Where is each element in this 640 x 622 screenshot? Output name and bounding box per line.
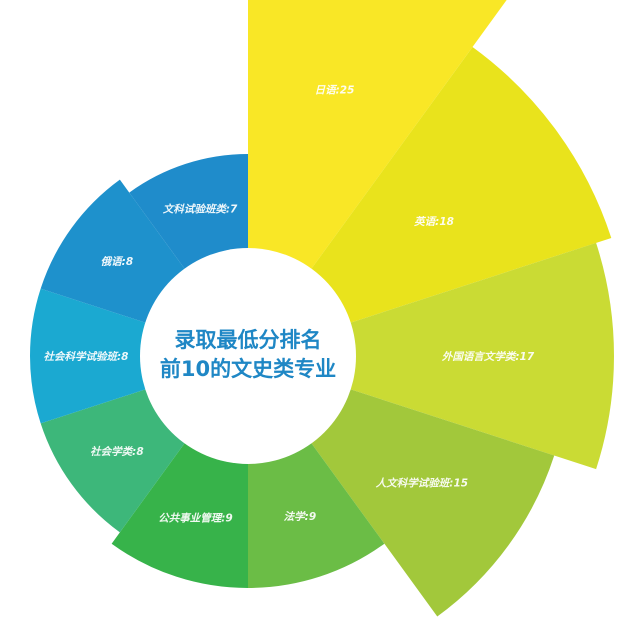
rose-segments: [30, 0, 614, 617]
center-title-line1: 录取最低分排名: [175, 328, 322, 352]
segment-1: [248, 0, 507, 271]
segment-label: 社会科学试验班:8: [43, 350, 128, 363]
segment-label: 外国语言文学类:17: [441, 350, 535, 363]
segment-8: [30, 288, 148, 424]
segment-4: [310, 388, 555, 617]
segment-7: [40, 388, 186, 533]
segment-label: 人文科学试验班:15: [376, 476, 468, 489]
center-title-line2: 前10的文史类专业: [160, 357, 336, 381]
segment-label: 社会学类:8: [90, 445, 144, 458]
segment-label: 俄语:8: [101, 255, 134, 268]
segment-9: [40, 179, 186, 324]
segment-6: [111, 441, 248, 588]
segment-label: 法学:9: [284, 510, 317, 523]
center-hole: [140, 248, 356, 464]
segment-label: 日语:25: [315, 85, 355, 97]
segment-2: [310, 46, 612, 324]
segment-10: [129, 154, 248, 271]
segment-label: 公共事业管理:9: [158, 512, 233, 525]
segment-3: [348, 242, 614, 470]
segment-5: [248, 441, 385, 588]
segment-label: 文科试验班类:7: [163, 203, 238, 216]
segment-label: 英语:18: [413, 215, 454, 228]
segment-labels: 日语:25 英语:18 外国语言文学类:17 人文科学试验班:15 法学:9 公共事业管理…: [43, 85, 534, 525]
